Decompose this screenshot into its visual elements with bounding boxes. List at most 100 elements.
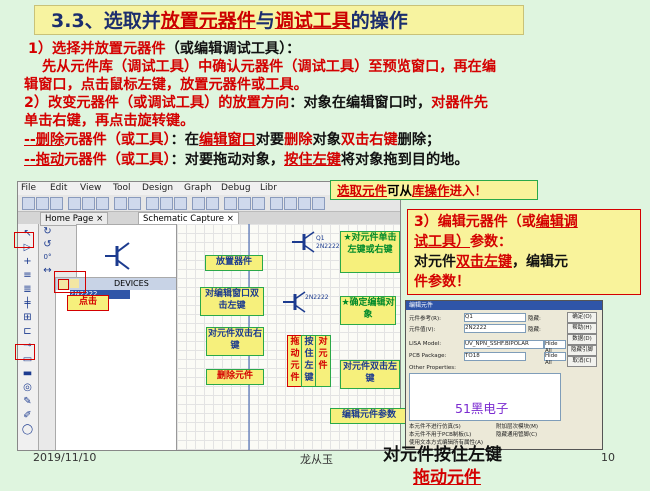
tab-home-page[interactable]: Home Page ×	[40, 212, 109, 226]
device-list-item[interactable]: 2N2222	[70, 290, 130, 299]
text-script-icon[interactable]: ≣	[23, 284, 32, 295]
note-double-left: 对元件双击左键	[340, 360, 400, 389]
checkbox-no-simulate[interactable]: 本元件不进行仿真(S)	[409, 424, 461, 430]
cancel-button[interactable]: 取消(C)	[567, 356, 597, 367]
value-field[interactable]: 2N2222	[464, 324, 526, 333]
undo-icon[interactable]	[192, 197, 205, 210]
part-reference-label[interactable]: Q1	[316, 235, 325, 242]
edit-component-dialog: 编辑元件 元件参考(R): Q1 隐藏: 确定(O) 元件值(V): 2N222…	[405, 300, 603, 450]
paste-icon[interactable]	[252, 197, 265, 210]
value-label: 元件值(V):	[409, 327, 436, 333]
mirror-icon[interactable]: ↔	[43, 265, 52, 276]
ok-button[interactable]: 确定(O)	[567, 312, 597, 323]
subcircuit-icon[interactable]: ⊞	[23, 312, 32, 323]
close-icon[interactable]: ×	[226, 214, 234, 224]
open-file-icon[interactable]	[36, 197, 49, 210]
schematic-icon[interactable]	[82, 197, 95, 210]
terminal-icon[interactable]: ⊏	[23, 326, 32, 337]
pin-icon[interactable]: ⊸	[23, 340, 32, 351]
block-move-icon[interactable]	[284, 197, 297, 210]
pcb-icon[interactable]	[96, 197, 109, 210]
hidden-label-2: 隐藏:	[528, 327, 541, 333]
block-copy-icon[interactable]	[270, 197, 283, 210]
tool-marker	[15, 344, 35, 360]
menu-edit[interactable]: Edit	[50, 183, 68, 193]
tab-bar: Home Page × Schematic Capture ×	[18, 212, 400, 226]
devices-label: DEVICES	[114, 279, 149, 288]
checkbox-edit-as-text[interactable]: 使用文本方式编辑所有属性(A)	[409, 440, 484, 446]
tape-icon[interactable]: ▬	[22, 368, 33, 379]
instruction-delete: --删除元器件（或工具）：在编辑窗口对要删除对象双击右键删除；	[24, 132, 441, 148]
note-edit-params: 编辑元件参数	[330, 408, 408, 424]
pick-device-marker	[54, 271, 86, 293]
menu-bar: File Edit View Tool Design Graph Debug L…	[18, 182, 400, 195]
checkbox-attach-hierarchy[interactable]: 附加层次模块(M)	[496, 424, 539, 430]
menu-view[interactable]: View	[80, 183, 102, 193]
save-icon[interactable]	[50, 197, 63, 210]
hidden-pins-button[interactable]: 隐藏引脚(P)	[567, 345, 597, 362]
redo-icon[interactable]	[206, 197, 219, 210]
footer-date: 2019/11/10	[33, 451, 97, 464]
menu-design[interactable]: Design	[142, 183, 174, 193]
rotate-cw-icon[interactable]: ↻	[43, 226, 52, 237]
current-probe-icon[interactable]: ✐	[23, 410, 32, 421]
angle-icon[interactable]: 0°	[43, 253, 52, 261]
new-file-icon[interactable]	[22, 197, 35, 210]
menu-tool[interactable]: Tool	[113, 183, 131, 193]
menu-graph[interactable]: Graph	[184, 183, 212, 193]
pcb-hide-select[interactable]: Hide All	[544, 352, 566, 366]
data-button[interactable]: 数据(D)	[567, 334, 597, 345]
library-note: 选取元件可从库操作进入！	[330, 180, 538, 200]
part-value-label[interactable]: 2N2222	[316, 243, 340, 250]
library-icon[interactable]	[128, 197, 141, 210]
instruction-2: 2）改变元器件（或调试工具）的放置方向：对象在编辑窗口时，对器件先	[24, 95, 488, 111]
block-rotate-icon[interactable]	[298, 197, 311, 210]
rotate-ccw-icon[interactable]: ↺	[43, 239, 52, 250]
zoom-out-icon[interactable]	[160, 197, 173, 210]
checkbox-exclude-pcb[interactable]: 本元件不用于PCB制板(L)	[409, 432, 472, 438]
toolbar	[18, 195, 400, 212]
zoom-in-icon[interactable]	[146, 197, 159, 210]
part-value-label-2[interactable]: 2N2222	[305, 294, 329, 301]
generator-icon[interactable]: ◎	[23, 382, 32, 393]
cut-icon[interactable]	[224, 197, 237, 210]
note-delete: 删除元件	[206, 369, 264, 385]
menu-library[interactable]: Libr	[260, 183, 277, 193]
junction-icon[interactable]: +	[23, 256, 32, 267]
selection-mode-icon[interactable]: ↖	[23, 228, 32, 239]
library-manager-button[interactable]	[70, 279, 79, 288]
dialog-title: 编辑元件	[406, 301, 602, 310]
zoom-fit-icon[interactable]	[174, 197, 187, 210]
selection-marker	[14, 232, 34, 248]
pcb-select[interactable]: TO18	[464, 352, 526, 361]
virtual-instrument-icon[interactable]: ◯	[21, 424, 34, 435]
instruction-1: 1）选择并放置元器件（或编辑调试工具）：	[28, 41, 301, 57]
block-delete-icon[interactable]	[312, 197, 325, 210]
other-properties-label: Other Properties:	[409, 365, 457, 371]
checkbox-hide-common-pins[interactable]: 隐藏通用管脚(C)	[496, 432, 538, 438]
edit-parameters-panel: 3）编辑元器件（或编辑调 试工具）参数： 对元件双击左键，编辑元 件参数！	[407, 209, 641, 295]
title-part-a: 选取并	[103, 10, 161, 32]
wire-label-icon[interactable]: ≡	[23, 270, 32, 281]
transistor-preview-icon	[105, 242, 130, 270]
other-properties-field[interactable]	[409, 373, 561, 421]
ref-field[interactable]: Q1	[464, 313, 526, 322]
home-icon[interactable]	[68, 197, 81, 210]
instruction-drag: --拖动元器件（或工具）：对要拖动对象，按住左键将对象拖到目的地。	[24, 152, 469, 168]
rotate-tools: ↻ ↺ 0° ↔	[41, 224, 55, 280]
note-double-left-canvas: 对编辑窗口双击左键	[200, 287, 264, 316]
title-part-d: 调试工具	[274, 10, 351, 32]
lisa-hide-select[interactable]: Hide All	[544, 340, 566, 354]
pick-device-button[interactable]	[58, 279, 69, 290]
menu-file[interactable]: File	[21, 183, 37, 193]
lisa-field[interactable]: UV_NPN_SSHF.BIPOLAR	[464, 340, 544, 349]
help-button[interactable]: 帮助(H)	[567, 323, 597, 334]
voltage-probe-icon[interactable]: ✎	[23, 396, 32, 407]
caption-hold-left: 对元件按住左键	[383, 445, 502, 465]
bom-icon[interactable]	[114, 197, 127, 210]
copy-icon[interactable]	[238, 197, 251, 210]
menu-debug[interactable]: Debug	[221, 183, 251, 193]
title-part-e: 的操作	[350, 10, 408, 32]
close-icon[interactable]: ×	[96, 214, 104, 224]
bus-icon[interactable]: ╪	[24, 298, 31, 309]
